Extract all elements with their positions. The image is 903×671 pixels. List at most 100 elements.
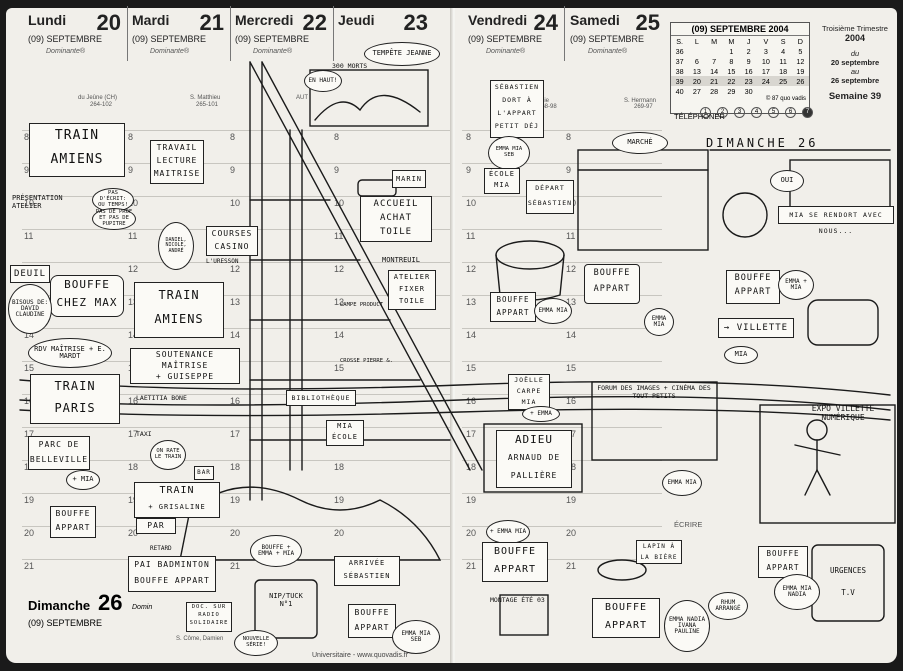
bubble-rhum: RHUM ARRANGÉ	[708, 592, 748, 620]
hour-line	[22, 196, 450, 197]
note-taxi: TAXI	[136, 430, 152, 438]
trimester-year: 2004	[844, 33, 866, 43]
note-line: ACCUEIL	[373, 199, 419, 209]
mini-calendar-cell: 29	[727, 86, 736, 96]
bubble-mia: + MIA	[66, 470, 100, 490]
note-line: PAI BADMINTON	[134, 560, 210, 569]
hour-number: 17	[128, 429, 139, 439]
note-line: BOUFFE	[354, 608, 390, 617]
hour-number: 15	[466, 363, 477, 373]
note-line: TRAIN	[54, 128, 100, 143]
note-line: TOILE	[398, 297, 426, 305]
hour-number: 18	[128, 462, 139, 472]
trimester-au: au	[850, 67, 860, 76]
note-retard: RETARD	[150, 545, 172, 552]
note-line: BOUFFE	[766, 549, 800, 558]
hour-number: 20	[24, 528, 35, 538]
mini-calendar-cell: 11	[779, 56, 787, 66]
bubble-emma-mia-6: EMMA MIA	[644, 308, 674, 336]
hour-number: 17	[24, 429, 35, 439]
note-marin: MARIN	[392, 170, 426, 188]
saint-code-saturday: 269-97	[634, 104, 653, 110]
tempete-illustration	[309, 69, 429, 127]
weekday-dot: 1	[700, 107, 711, 118]
note-bibliotheque: BIBLIOTHÈQUE	[286, 390, 356, 406]
note-line: ARNAUD DE	[507, 453, 561, 462]
note-fuite: L'URESSON	[206, 258, 239, 265]
day-dominante: Dominante®	[486, 48, 526, 55]
mini-calendar-cell: 8	[729, 56, 734, 66]
mini-calendar-cell: 10	[761, 56, 770, 66]
note-line: TOILE	[379, 227, 413, 237]
note-line: TRAIN	[54, 379, 96, 393]
day-name: Jeudi	[338, 12, 375, 28]
hour-number: 14	[566, 330, 577, 340]
hour-line	[462, 229, 662, 230]
day-dominante: Dominante®	[253, 48, 293, 55]
mini-calendar-header: M	[711, 36, 718, 46]
note-line: BOUFFE	[734, 273, 772, 283]
note-line: URGENCES	[829, 566, 867, 575]
mini-calendar-title: (09) SEPTEMBRE 2004	[671, 23, 809, 36]
mini-calendar-cell: 26	[791, 76, 809, 86]
note-line: SÉBASTIEN	[494, 83, 540, 91]
mini-calendar-cell: 13	[692, 66, 701, 76]
note-line: BOUFFE	[604, 602, 648, 613]
day-month: (09) SEPTEMBRE	[570, 34, 645, 44]
note-atelier-fixer: ATELIER FIXER TOILE	[388, 270, 436, 310]
hour-line	[462, 361, 662, 362]
hour-number: 19	[128, 495, 139, 505]
hour-line	[462, 130, 662, 131]
mini-calendar-cell: 6	[694, 56, 699, 66]
face-portrait	[722, 192, 768, 238]
mini-calendar-cell: 20	[688, 76, 706, 86]
note-villette: → VILLETTE	[718, 318, 794, 338]
hour-line	[22, 295, 450, 296]
expo-frame	[759, 404, 896, 524]
mini-calendar-copyright: © 87 quo vadis	[765, 96, 806, 102]
saint-code-tuesday: 265-101	[196, 102, 219, 108]
bubble-emma-mia-8: EMMA + MIA	[778, 270, 814, 300]
note-dimanche-26: DIMANCHE 26	[706, 136, 819, 150]
hour-number: 10	[24, 198, 35, 208]
note-line: APPART	[354, 623, 390, 632]
mini-calendar-cell: 17	[761, 66, 770, 76]
note-line: MIA	[337, 422, 353, 430]
hour-number: 9	[334, 165, 340, 175]
hour-number: 19	[24, 495, 35, 505]
hour-number: 13	[466, 297, 477, 307]
note-line: ÉCOLE	[488, 170, 516, 178]
hour-number: 19	[230, 495, 241, 505]
note-travail-lecture: TRAVAIL LECTURE MAITRISE	[150, 140, 204, 184]
note-line: PALLIÈRE	[510, 471, 558, 480]
hour-number: 10	[466, 198, 477, 208]
mini-calendar-cell: 16	[744, 66, 753, 76]
hour-number: 12	[466, 264, 477, 274]
note-line: APPART	[55, 523, 91, 532]
note-presentation: PRÉSENTATION ATELIER	[12, 194, 63, 210]
hour-line	[22, 526, 450, 527]
note-soutenance: SOUTENANCE MAÎTRISE + GUISEPPE	[130, 348, 240, 384]
bubble-rdv-maitrise: RDV MAÎTRISE + E. MARDT	[28, 338, 112, 368]
saint-sunday: S. Côme, Damien	[176, 636, 224, 642]
day-month: (09) SEPTEMBRE	[28, 34, 103, 44]
note-urgences: URGENCES T.V	[818, 560, 878, 604]
note-line: LAPIN À	[642, 543, 676, 550]
day-number: 26	[98, 590, 123, 615]
note-forum: FORUM DES IMAGES + CINÉMA DES TOUT PETIT…	[597, 384, 711, 400]
hour-number: 16	[466, 396, 477, 406]
car-sketch	[357, 179, 397, 197]
note-depart-seb: DÉPART SÉBASTIEN	[526, 180, 574, 214]
day-header-saturday: Samedi 25 (09) SEPTEMBRE Dominante®	[566, 6, 666, 61]
bubble-en-haut: EN HAUT!	[304, 70, 342, 92]
day-header-wednesday: Mercredi 22 (09) SEPTEMBRE Dominante®	[231, 6, 334, 61]
bubble-on-rate: ON RATE LE TRAIN	[150, 440, 186, 470]
note-line: CARPE	[516, 387, 542, 395]
mini-calendar-header: J	[746, 36, 751, 46]
note-par: PAR	[136, 518, 176, 534]
mini-calendar-cell: 2	[746, 46, 751, 56]
hour-number: 14	[128, 330, 139, 340]
note-line: MAITRISE	[153, 169, 201, 178]
